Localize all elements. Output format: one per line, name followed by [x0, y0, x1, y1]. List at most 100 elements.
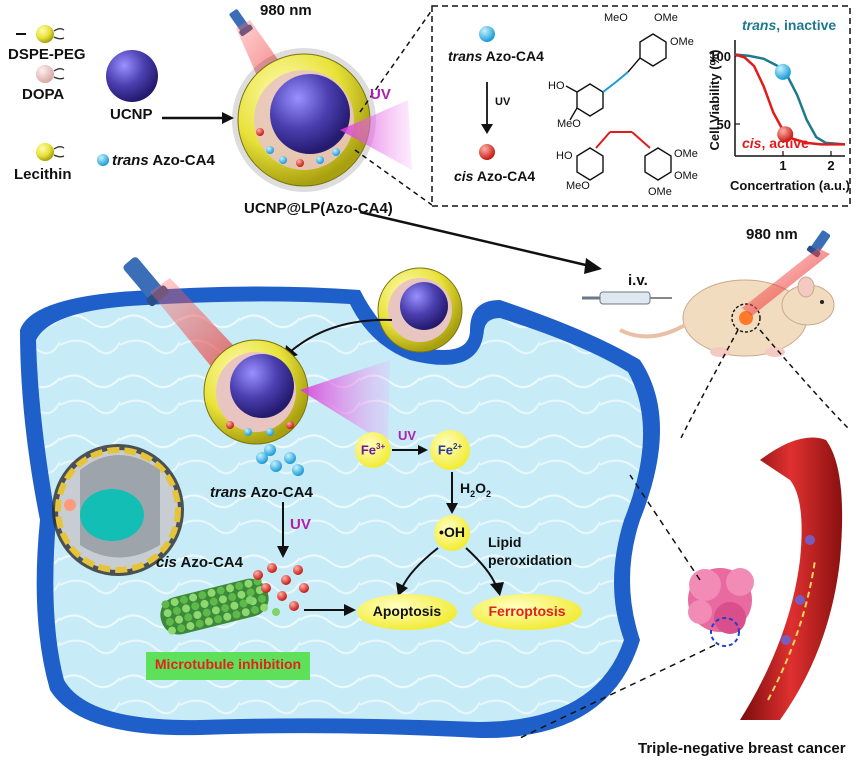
fe3-label: Fe3+ — [358, 442, 388, 457]
inset-cis-label: cis Azo-CA4 — [454, 168, 535, 184]
microtubule-subunit — [241, 608, 250, 617]
chart-y-tick-label-100: 100 — [709, 49, 731, 64]
legend-trans-azo-label: trans Azo-CA4 — [112, 152, 215, 169]
tumor-cluster — [688, 568, 754, 647]
fe3-sup: 3+ — [376, 442, 386, 451]
arrow-to-nanoparticle-head — [222, 112, 234, 124]
h2o2-o: O — [475, 480, 487, 496]
microtubule-subunit — [258, 594, 267, 603]
cis-azo-cluster — [246, 563, 309, 616]
chart-legend-cis-prefix: cis — [742, 135, 762, 151]
cis-ome-3: OMe — [648, 186, 672, 198]
fe2-sup: 2+ — [453, 442, 463, 451]
viability-chart: 100 50 1 2 Cell Viability (%) Concertrat… — [707, 17, 850, 193]
chart-legend-cis-suffix: , active — [761, 135, 809, 151]
fe-arrow-head — [418, 445, 428, 455]
chart-legend-trans: trans, inactive — [742, 17, 836, 33]
microtubule-subunit — [182, 604, 191, 613]
microtubule-subunit — [184, 613, 193, 622]
chart-legend-trans-suffix: , inactive — [776, 17, 836, 33]
apoptosis-label: Apoptosis — [372, 603, 442, 619]
top-uv-label: UV — [370, 86, 391, 103]
trans-meo-bottom: MeO — [557, 118, 581, 130]
microtubule-subunit — [209, 597, 218, 606]
blood-vessel — [740, 437, 843, 720]
trans-ball-icon — [479, 26, 495, 42]
microtubule-subunit — [221, 604, 230, 613]
microtubule-subunit — [250, 605, 259, 614]
mouse-laser-beam — [742, 248, 830, 316]
chart-y-axis-label: Cell Viability (%) — [707, 50, 722, 151]
microtubule-label: Microtubule inhibition — [154, 656, 302, 672]
legend-dspe-peg-label: DSPE-PEG — [8, 46, 86, 63]
nanoparticle-label: UCNP@LP(Azo-CA4) — [244, 200, 393, 217]
cell-trans-name: Azo-CA4 — [250, 484, 313, 501]
fe2-base: Fe — [437, 442, 454, 458]
arrow-to-mouse — [359, 210, 591, 268]
microtubule-subunit — [165, 617, 174, 626]
mouse-route-label: i.v. — [628, 272, 648, 289]
chart-x-axis-label: Concertration (a.u.) — [730, 178, 850, 193]
fe3-base: Fe — [360, 442, 377, 458]
tumor-spot — [739, 311, 753, 325]
microtubule-subunit — [186, 621, 195, 630]
legend-trans-prefix: trans — [112, 152, 149, 169]
ucnp-core — [270, 74, 350, 154]
microtubule-subunit — [244, 579, 253, 588]
dashed-to-inset-bottom — [354, 149, 433, 206]
ferroptosis-label: Ferroptosis — [488, 603, 566, 619]
ucnp-icon — [106, 50, 158, 102]
oh-to-ferroptosis — [465, 547, 497, 587]
inset-trans-name: Azo-CA4 — [485, 48, 544, 64]
tumor-label: Triple-negative breast cancer — [638, 740, 846, 757]
microtubule-subunit — [179, 595, 188, 604]
chart-x-tick-label-1: 1 — [779, 158, 786, 173]
trans-azo-ball-icon — [97, 154, 109, 166]
ferroptosis-node — [472, 594, 582, 630]
inset-cis-prefix: cis — [454, 168, 474, 184]
microtubule-subunit — [175, 615, 184, 624]
fe2-label: Fe2+ — [434, 442, 466, 457]
h2o2-sub1: 2 — [470, 488, 476, 499]
top-laser-label: 980 nm — [260, 2, 312, 19]
cis-structure — [576, 131, 672, 181]
microtubule-subunit — [218, 595, 227, 604]
chart-series-trans-line — [734, 53, 846, 146]
cis-ome-2: OMe — [674, 170, 698, 182]
trans-structure — [565, 33, 667, 121]
oh-to-apoptosis — [401, 547, 439, 589]
mouse-illustration — [619, 276, 835, 357]
chart-y-tick-label-50: 50 — [717, 117, 731, 132]
trans-ho: HO — [548, 80, 565, 92]
microtubule — [160, 577, 269, 635]
microtubule-subunit — [235, 582, 244, 591]
fe-uv-label: UV — [398, 428, 417, 443]
dashed-to-inset-top — [359, 9, 433, 113]
cell-cis-name: Azo-CA4 — [180, 554, 243, 571]
cis-ball-icon — [479, 144, 495, 160]
microtubule-subunit — [260, 603, 269, 612]
cell-trans-label: trans Azo-CA4 — [210, 484, 313, 501]
legend-ucnp-label: UCNP — [110, 106, 153, 123]
chart-legend-trans-prefix: trans — [742, 17, 776, 33]
legend — [16, 25, 234, 166]
microtubule-subunit — [195, 619, 204, 628]
trans-ome-right: OMe — [670, 36, 694, 48]
microtubule-subunit — [163, 609, 172, 618]
microtubule-subunit — [168, 626, 177, 635]
microtubule-subunit — [204, 617, 213, 626]
lecithin-icon — [36, 143, 65, 161]
uv-arrow-head — [481, 124, 493, 134]
inset-cis-name: Azo-CA4 — [476, 168, 536, 184]
lipid-label-1: Lipid — [488, 534, 522, 550]
oh-node — [434, 515, 470, 551]
microtubule-subunit — [239, 599, 248, 608]
cell-uv-label: UV — [290, 516, 311, 533]
microtubule-subunit — [193, 610, 202, 619]
entering-nanoparticle — [377, 267, 463, 353]
legend-dopa-label: DOPA — [22, 86, 65, 103]
microtubule-subunit — [246, 588, 255, 597]
microtubule-subunit — [237, 590, 246, 599]
microtubule-subunit — [207, 588, 216, 597]
oh-label: •OH — [439, 524, 465, 540]
